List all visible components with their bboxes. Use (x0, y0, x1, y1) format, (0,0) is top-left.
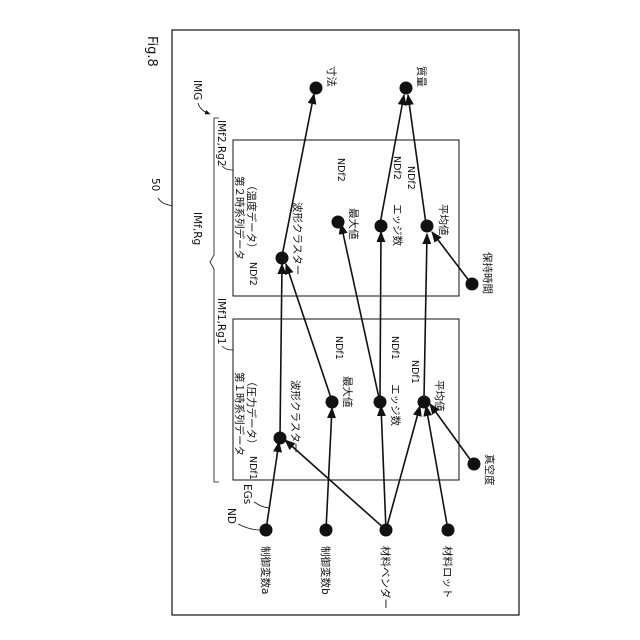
label-dimension: 寸法 (325, 66, 338, 87)
edges (266, 94, 472, 530)
edge-b-f1max (326, 408, 332, 530)
node-vacuum (468, 458, 481, 471)
label-material-lot: 材料ロット (441, 546, 454, 599)
label-material-vendor: 材料ベンダー (379, 546, 392, 609)
node-control-b (320, 524, 333, 537)
ref-egs-leader (254, 502, 270, 508)
edge-f1max-f2wave (286, 264, 331, 398)
node-s1-max (326, 396, 339, 409)
ndf2-label-wave: NDf2 (247, 262, 258, 286)
label-s2-edge-count: エッジ数 (391, 204, 404, 246)
ref-outer: 50 (149, 178, 161, 191)
node-s1-wave-cluster (274, 432, 287, 445)
edge-f1avg-f2avg (424, 234, 427, 398)
edge-vacuum-f1avg (430, 404, 472, 462)
label-s1-average: 平均値 (433, 380, 446, 412)
ref-imf2-leader (222, 166, 233, 170)
ref-imf: IMf,Rg (191, 212, 203, 245)
edge-f1wave-f2wave (280, 264, 282, 436)
node-control-a (260, 524, 273, 537)
label-control-a: 制御変数a (259, 546, 272, 594)
ndf2-label-max: NDf2 (335, 158, 346, 182)
node-dimension (310, 82, 323, 95)
edge-f2avg-mass (408, 95, 426, 224)
edge-vendor-f1edge (381, 406, 386, 530)
edge-hold-f2avg (432, 232, 470, 282)
ref-nd: ND (225, 508, 237, 524)
label-s2-average: 平均値 (437, 204, 450, 236)
label-s1-edge-count: エッジ数 (389, 384, 402, 426)
series2-subtitle: （温度データ） (245, 180, 258, 254)
node-s1-average (418, 396, 431, 409)
ref-img-arrow (198, 103, 210, 114)
node-material-vendor (380, 524, 393, 537)
label-s2-wave-cluster: 波形クラスター (291, 202, 304, 275)
node-s2-max (332, 216, 345, 229)
node-s2-average (421, 220, 434, 233)
ref-imf1-leader (222, 346, 233, 350)
ref-imf2: IMf2,Rg2 (215, 120, 227, 167)
ndf1-label-wave: NDf1 (247, 456, 258, 480)
series1-title: 第１時系列データ (233, 372, 246, 456)
series2-title: 第２時系列データ (233, 176, 246, 260)
ndf1-label-edge: NDf1 (389, 336, 400, 360)
label-hold-time: 保持時間 (481, 252, 494, 294)
series1-subtitle: （圧力データ） (245, 376, 258, 450)
node-hold-time (466, 278, 479, 291)
label-mass: 質量 (415, 66, 428, 87)
figure-label: Fig.8 (144, 36, 159, 67)
label-s1-wave-cluster: 波形クラスター (289, 380, 302, 453)
ref-outer-leader (158, 198, 172, 206)
ref-nd-leader (238, 524, 260, 530)
edge-vendor-f1wave (285, 440, 386, 530)
label-s2-max: 最大値 (347, 208, 360, 240)
node-s1-edge-count (374, 396, 387, 409)
ndf2-label-avg: NDf2 (405, 166, 416, 190)
ref-imf1: IMf1,Rg1 (215, 298, 227, 345)
label-control-b: 制御変数b (319, 546, 332, 595)
ref-img: IMG (191, 80, 203, 100)
node-material-lot (442, 524, 455, 537)
ndf2-label-edge: NDf2 (391, 156, 402, 180)
edge-f1edge-f2edge (380, 232, 381, 398)
ndf1-label-avg: NDf1 (409, 360, 420, 384)
edge-f1edge-f2max (341, 224, 379, 398)
label-s1-max: 最大値 (341, 376, 354, 408)
node-s2-wave-cluster (276, 252, 289, 265)
ndf1-label-max: NDf1 (333, 336, 344, 360)
ref-egs: EGs (241, 484, 253, 504)
edge-a-f1wave (266, 442, 279, 530)
node-s2-edge-count (375, 220, 388, 233)
label-vacuum: 真空度 (483, 454, 496, 486)
node-mass (400, 82, 413, 95)
